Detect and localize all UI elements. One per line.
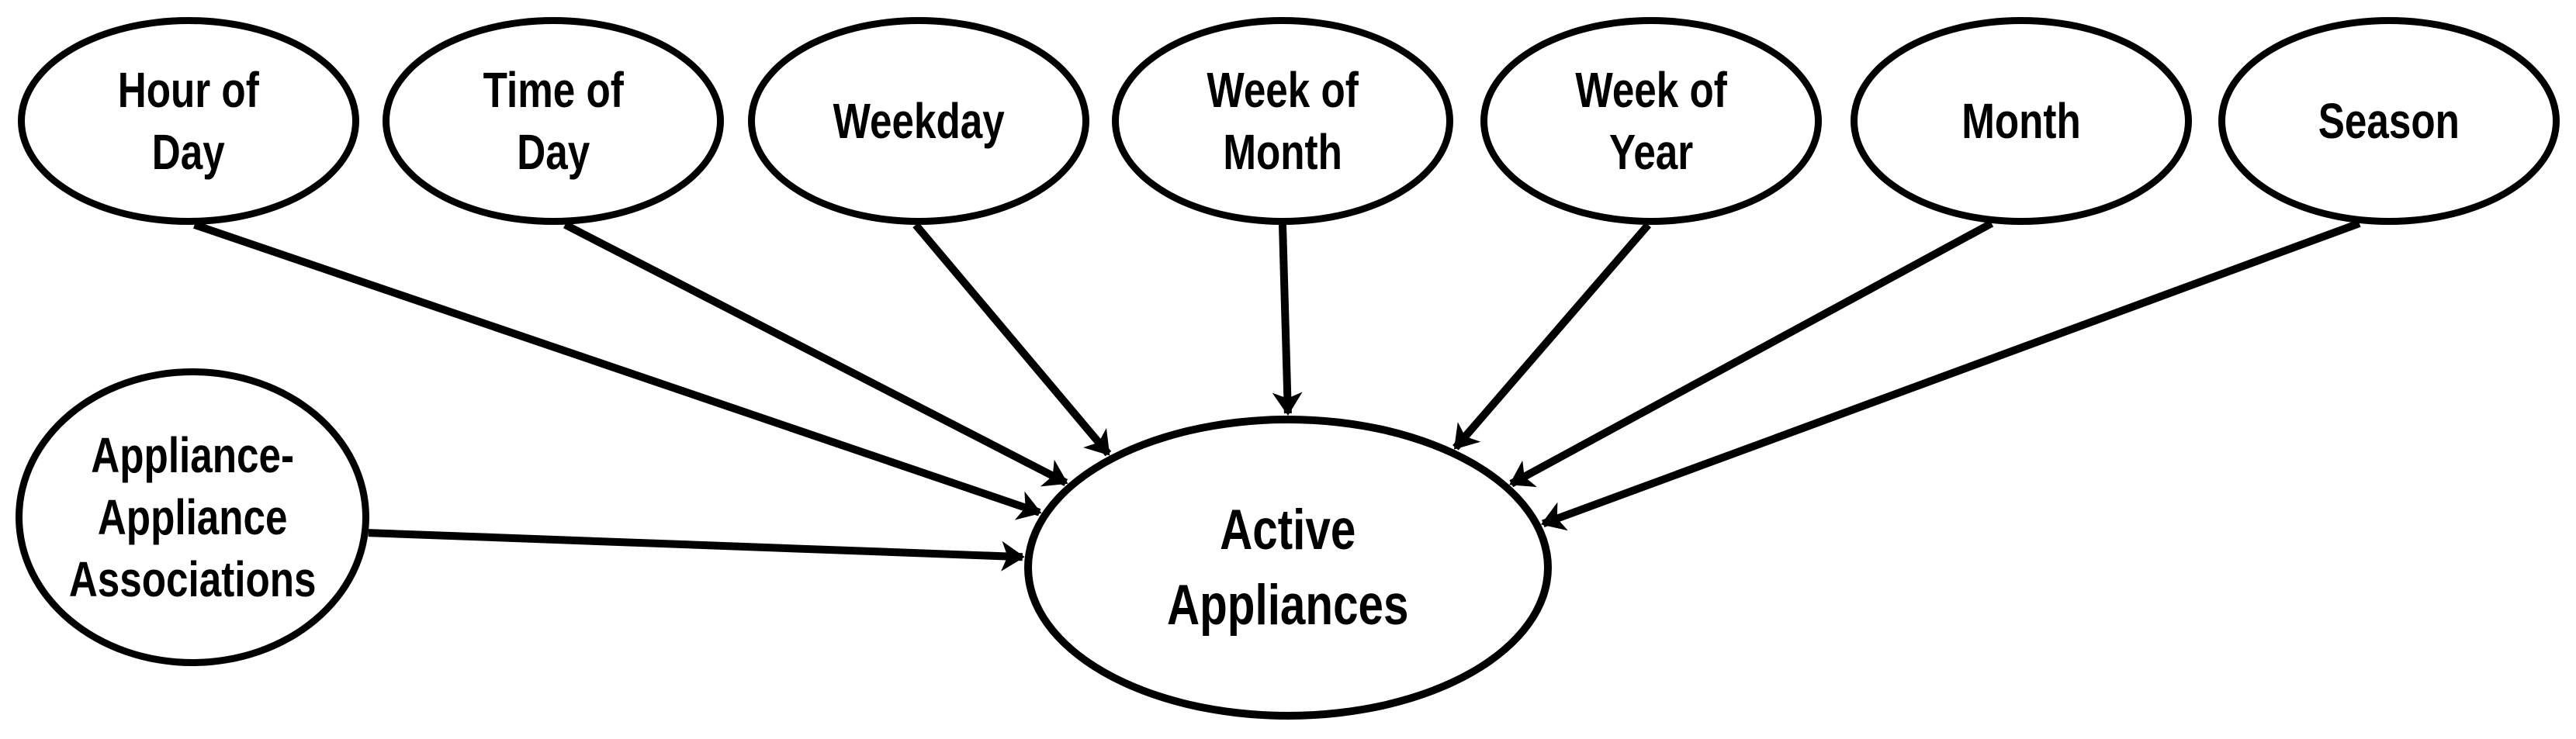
node-label: Week of Year: [1575, 62, 1727, 180]
node-active-appliances: Active Appliances: [1024, 416, 1552, 720]
edge-season-to-active_appliances: [1540, 219, 2361, 531]
node-label: Month: [1961, 93, 2081, 149]
edge-week_of_year-to-active_appliances: [1452, 222, 1651, 451]
edge-time_of_day-to-active_appliances: [563, 221, 1068, 487]
node-month: Month: [1851, 17, 2192, 225]
node-label: Active Appliances: [1167, 499, 1409, 637]
node-label: Appliance- Appliance Associations: [68, 427, 317, 607]
node-week-of-year: Week of Year: [1480, 17, 1822, 225]
node-appliance-appliance-associations: Appliance- Appliance Associations: [16, 368, 369, 666]
node-season: Season: [2218, 17, 2560, 225]
edge-weekday-to-active_appliances: [912, 222, 1112, 457]
node-label: Time of Day: [483, 62, 624, 180]
node-label: Weekday: [833, 93, 1005, 149]
edge-week_of_month-to-active_appliances: [1272, 224, 1303, 416]
node-hour-of-day: Hour of Day: [18, 17, 359, 225]
node-label: Week of Month: [1207, 62, 1359, 180]
node-weekday: Weekday: [748, 17, 1089, 225]
edge-month-to-active_appliances: [1509, 219, 1994, 488]
node-label: Hour of Day: [118, 62, 259, 180]
node-week-of-month: Week of Month: [1112, 17, 1453, 225]
edge-appliance_associations-to-active_appliances: [368, 529, 1025, 572]
node-time-of-day: Time of Day: [383, 17, 724, 225]
node-label: Season: [2318, 93, 2460, 149]
